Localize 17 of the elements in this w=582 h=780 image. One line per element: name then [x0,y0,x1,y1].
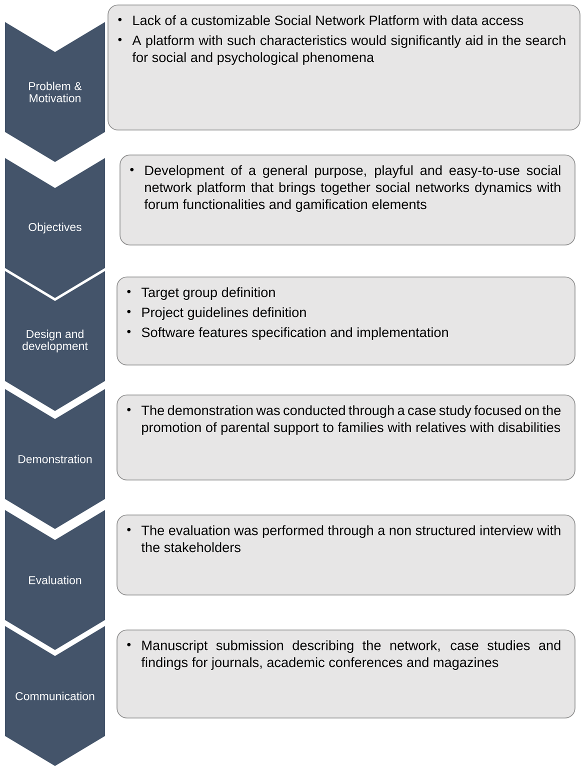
step-banner: Design and development [5,271,105,411]
text-box: Target group definition Project guidelines definition Software features specification and implementation [116,276,576,366]
text-box: The demonstration was conducted through a case study focused on the promotion of parental support to families with relatives with disabilities [116,394,576,480]
node-label: Communication [16,692,94,700]
step-banner: Objectives [5,158,105,298]
step-banner: Communication [5,626,105,766]
step-banner: Evaluation [5,510,105,650]
node-label: Objectives [28,222,82,234]
text-box: Development of a general purpose, playful and easy-to-use social network platform that brings together social networks dynamics with forum functionalities and gamification elements [120,154,576,246]
text-box: The evaluation was performed through a non structured interview with the stakeholders [116,514,576,596]
text-box: Lack of a customizable Social Network Platform with data access A platform with such characteristics would significantly aid in the search for social and psychological phenomena [108,4,580,130]
step-banner: Problem & Motivation [5,22,105,162]
node-label: Design and development [22,330,88,352]
step-banner: Demonstration [5,389,105,529]
text-box: Manuscript submission describing the network, case studies and findings for journals, academic conferences and magazines [116,630,576,718]
node-label: Demonstration [18,454,92,464]
node-label: Evaluation [29,576,82,584]
